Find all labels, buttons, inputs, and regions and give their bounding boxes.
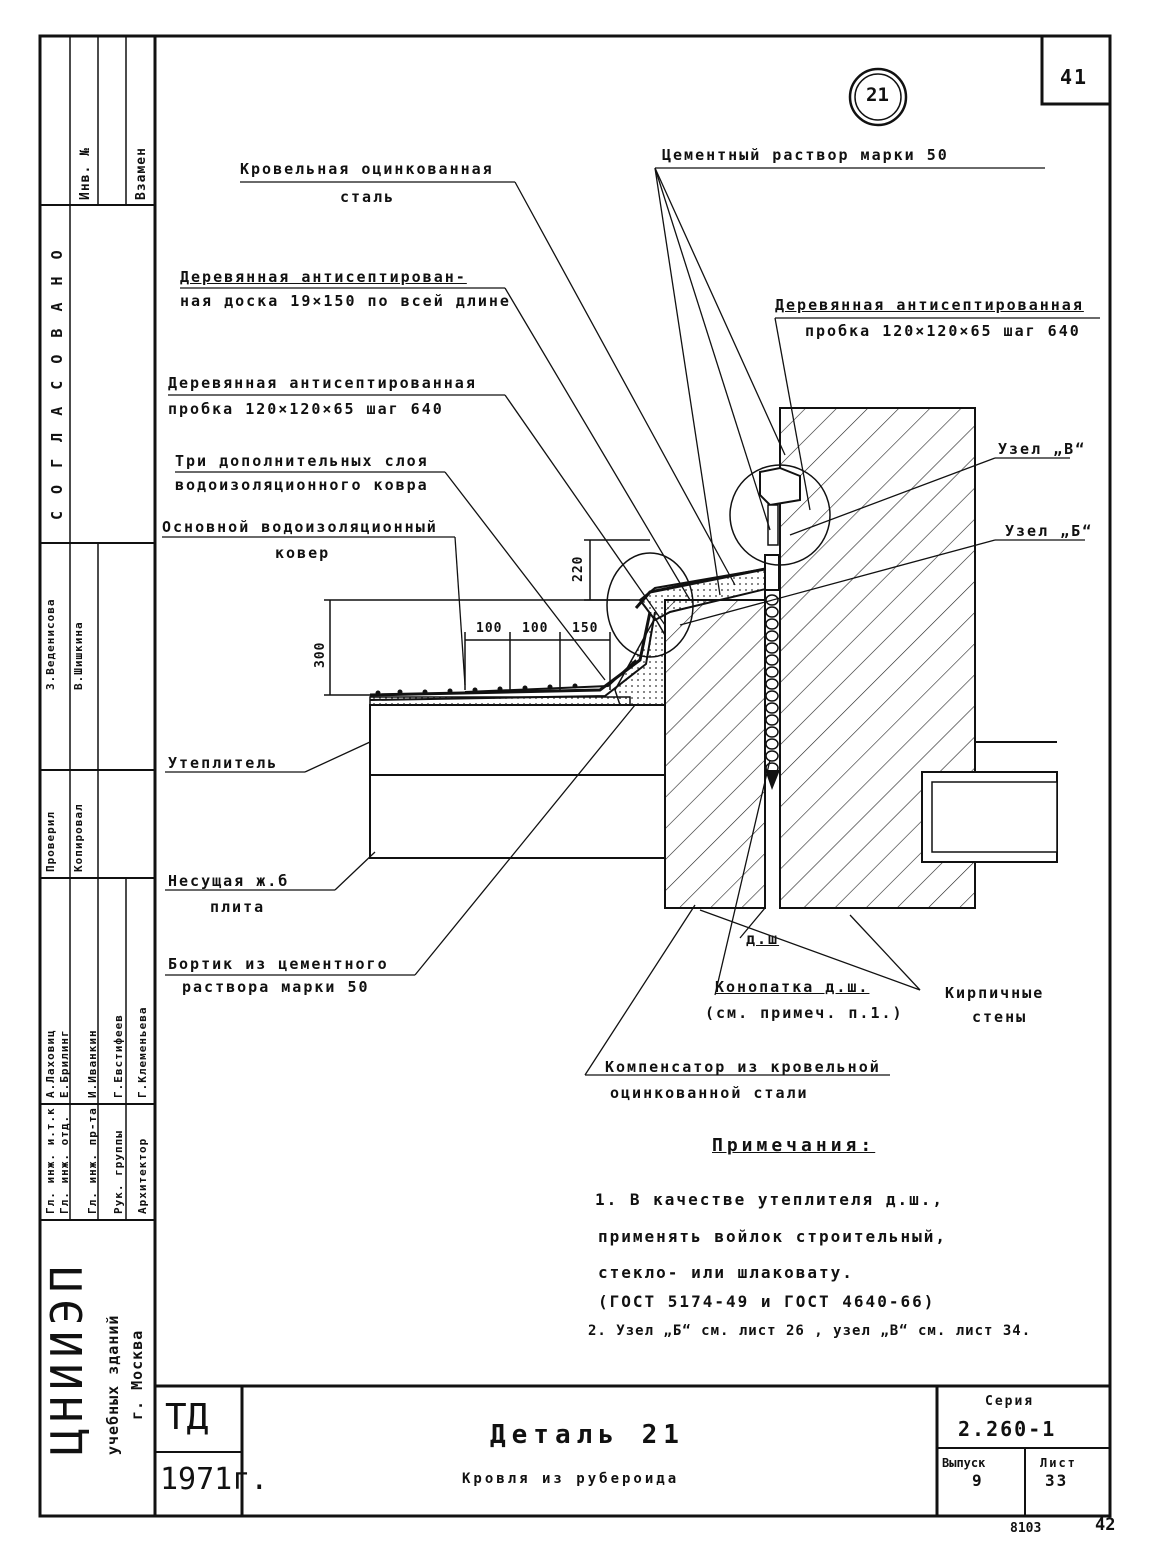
org-sub-2: г. Москва [128,1329,146,1420]
series-value: 2.260-1 [958,1417,1057,1441]
sidebar-role-5: Архитектор [136,1137,149,1214]
detail-number: 21 [866,84,889,106]
td-mark: ТД [165,1397,209,1438]
label-plug-right-2: пробка 120×120×65 шаг 640 [805,322,1081,340]
issue-label: Выпуск [942,1456,986,1470]
notes-title: Примечания: [712,1135,876,1156]
sheet-number-top: 41 [1060,65,1089,89]
sidebar-role-1: Гл. инж. и.т.к [44,1107,57,1214]
label-plug-left-2: пробка 120×120×65 шаг 640 [168,400,444,418]
sheet-frame [38,34,1112,1518]
dim-150: 150 [572,621,599,636]
label-brick: Кирпичные [945,984,1045,1002]
note-line-1: 1. В качестве утеплителя д.ш., [595,1190,944,1209]
label-curb-2: раствора марки 50 [182,978,370,996]
label-plug-right: Деревянная антисептированная [775,296,1084,314]
sidebar-name-b: В.Шишкина [72,621,85,690]
footer-code: 8103 [1010,1521,1042,1536]
label-caulk: Конопатка д.ш. [715,978,870,996]
label-compensator-2: оцинкованной стали [610,1084,809,1102]
year: 1971г. [160,1462,269,1497]
slab [369,774,666,859]
label-node-v: Узел „В“ [998,440,1087,458]
note-line-4: (ГОСТ 5174-49 и ГОСТ 4640-66) [598,1292,936,1311]
sheet-value: 33 [1045,1471,1069,1490]
sidebar-role-4: Рук. группы [112,1130,125,1214]
sidebar-role-3: Гл. инж. пр-та [86,1107,99,1214]
dim-220: 220 [571,555,586,582]
sidebar-name-a: З.Веденисова [44,598,57,690]
sidebar-checked: Проверил [44,811,57,872]
note-line-3: стекло- или шлаковату. [598,1263,854,1282]
sidebar-person-4: Г.Евстифеев [112,1014,125,1098]
node-b-circle [606,552,694,658]
label-board-2: ная доска 19×150 по всей длине [180,292,511,310]
sidebar-copied: Копировал [72,803,85,872]
note-line-5: 2. Узел „Б“ см. лист 26 , узел „В“ см. л… [588,1323,1032,1339]
issue-value: 9 [972,1471,984,1490]
label-roof-steel-2: сталь [340,188,396,206]
insulation-layer [369,704,666,776]
label-caulk-2: (см. примеч. п.1.) [705,1004,904,1022]
outer-brick-wall [664,599,766,909]
label-three-layers: Три дополнительных слоя [175,452,429,470]
label-base-carpet: Основной водоизоляционный [162,518,438,536]
dim-100b: 100 [522,621,549,636]
sidebar-person-3: И.Иванкин [86,1029,99,1098]
label-roof-steel: Кровельная оцинкованная [240,160,494,178]
drawing-subtitle: Кровля из рубероида [462,1471,680,1487]
sidebar-person-2: Е.Брилинг [58,1029,71,1098]
note-line-2: применять войлок строительный, [598,1227,947,1246]
node-v-circle [729,464,831,566]
org-sub-1: учебных зданий [104,1314,122,1455]
label-cement-mortar: Цементный раствор марки 50 [662,146,949,164]
footer-page: 42 [1095,1515,1116,1535]
sidebar-inv: Инв. № [78,147,93,200]
sheet-label: Лист [1040,1456,1077,1470]
sidebar-person-1: А.Лаховиц [44,1029,57,1098]
membrane-dots [375,683,578,696]
label-node-b: Узел „Б“ [1005,522,1094,540]
label-brick-2: стены [972,1008,1028,1026]
dimension-lines [324,539,650,696]
label-slab-2: плита [210,898,266,916]
sidebar-person-5: Г.Клеменьева [136,1006,149,1098]
label-slab: Несущая ж.б [168,872,290,890]
label-compensator: Компенсатор из кровельной [605,1058,881,1076]
leader-lines [162,167,1100,1076]
sidebar-role-2: Гл. инж. отд. [58,1114,71,1214]
label-board: Деревянная антисептирован- [180,268,467,286]
label-base-carpet-2: ковер [275,544,331,562]
dim-300: 300 [313,641,328,668]
sidebar-replace: Взамен [134,147,149,200]
series-label: Серия [985,1394,1035,1409]
label-plug-left: Деревянная антисептированная [168,374,477,392]
label-dsh: д.ш [746,930,780,948]
dim-100a: 100 [476,621,503,636]
caulking-coils [765,594,779,774]
label-insulation: Утеплитель [168,754,279,772]
label-three-layers-2: водоизоляционного ковра [175,476,429,494]
sidebar-agreed: С О Г Л А С О В А Н О [48,246,66,520]
label-curb: Бортик из цементного [168,955,389,973]
drawing-title: Деталь 21 [490,1420,685,1450]
org-logo: ЦНИИЭП [42,1260,93,1455]
